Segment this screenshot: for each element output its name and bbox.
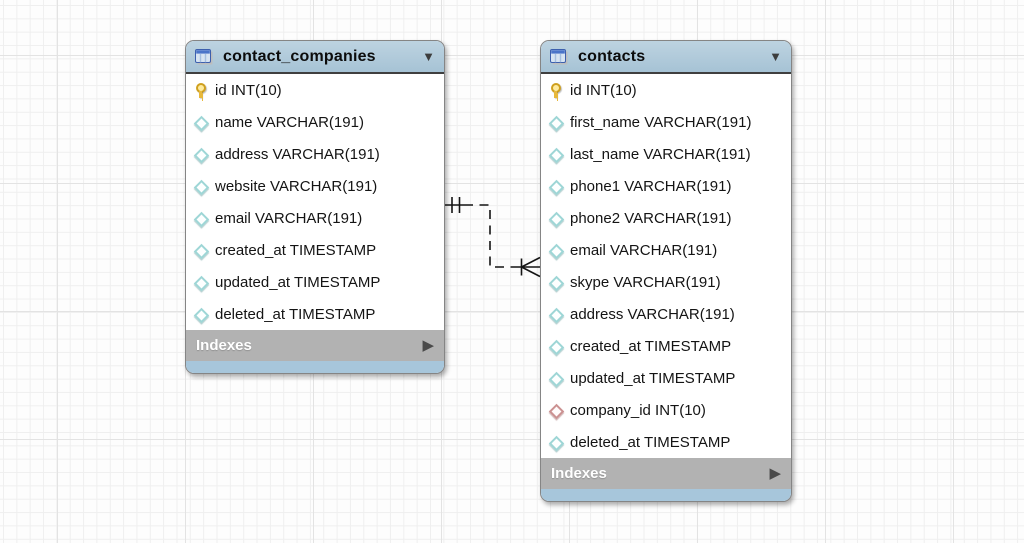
column-row[interactable]: first_name VARCHAR(191) <box>541 106 791 138</box>
column-label: email VARCHAR(191) <box>215 209 363 227</box>
column-row[interactable]: skype VARCHAR(191) <box>541 266 791 298</box>
indexes-row[interactable]: Indexes ▶ <box>541 458 791 489</box>
column-label: phone2 VARCHAR(191) <box>570 209 732 227</box>
indexes-label: Indexes <box>196 337 252 354</box>
column-row[interactable]: address VARCHAR(191) <box>541 298 791 330</box>
column-label: created_at TIMESTAMP <box>215 241 377 259</box>
column-icon <box>549 370 563 387</box>
column-icon <box>194 210 208 227</box>
column-icon <box>194 114 208 131</box>
column-row[interactable]: phone1 VARCHAR(191) <box>541 170 791 202</box>
column-icon <box>549 210 563 227</box>
column-row[interactable]: id INT(10) <box>541 74 791 106</box>
table-header[interactable]: contact_companies ▼ <box>186 41 444 74</box>
expand-arrow-icon[interactable]: ▶ <box>422 337 434 354</box>
column-row[interactable]: last_name VARCHAR(191) <box>541 138 791 170</box>
column-icon <box>194 146 208 163</box>
relationship-segment-dashed <box>464 204 514 268</box>
column-row[interactable]: company_id INT(10) <box>541 394 791 426</box>
column-label: id INT(10) <box>570 81 637 99</box>
column-row[interactable]: name VARCHAR(191) <box>186 106 444 138</box>
collapse-arrow-icon[interactable]: ▼ <box>422 49 435 64</box>
column-label: updated_at TIMESTAMP <box>215 273 381 291</box>
collapse-arrow-icon[interactable]: ▼ <box>769 49 782 64</box>
column-label: phone1 VARCHAR(191) <box>570 177 732 195</box>
column-icon <box>549 434 563 451</box>
cardinality-one-ticks <box>451 197 461 213</box>
column-list: id INT(10) name VARCHAR(191) address VAR… <box>186 74 444 330</box>
column-icon <box>194 274 208 291</box>
column-icon <box>549 338 563 355</box>
column-label: last_name VARCHAR(191) <box>570 145 751 163</box>
crow-foot-icon <box>519 256 541 278</box>
column-row[interactable]: created_at TIMESTAMP <box>186 234 444 266</box>
column-row[interactable]: deleted_at TIMESTAMP <box>186 298 444 330</box>
column-label: address VARCHAR(191) <box>570 305 735 323</box>
column-row[interactable]: deleted_at TIMESTAMP <box>541 426 791 458</box>
table-icon <box>550 48 569 65</box>
table-header[interactable]: contacts ▼ <box>541 41 791 74</box>
column-icon <box>549 242 563 259</box>
primary-key-icon <box>549 82 563 99</box>
foreign-key-column-icon <box>549 402 563 419</box>
table-contacts[interactable]: contacts ▼ id INT(10) first_name VARCHAR… <box>540 40 792 502</box>
table-icon <box>195 48 214 65</box>
column-label: address VARCHAR(191) <box>215 145 380 163</box>
table-title: contacts <box>578 47 646 65</box>
expand-arrow-icon[interactable]: ▶ <box>769 465 781 482</box>
column-label: deleted_at TIMESTAMP <box>215 305 376 323</box>
indexes-row[interactable]: Indexes ▶ <box>186 330 444 361</box>
column-row[interactable]: website VARCHAR(191) <box>186 170 444 202</box>
column-row[interactable]: updated_at TIMESTAMP <box>541 362 791 394</box>
column-label: website VARCHAR(191) <box>215 177 378 195</box>
column-label: email VARCHAR(191) <box>570 241 718 259</box>
column-label: first_name VARCHAR(191) <box>570 113 752 131</box>
column-row[interactable]: address VARCHAR(191) <box>186 138 444 170</box>
column-label: deleted_at TIMESTAMP <box>570 433 731 451</box>
column-icon <box>549 114 563 131</box>
column-icon <box>549 306 563 323</box>
column-label: id INT(10) <box>215 81 282 99</box>
column-icon <box>194 242 208 259</box>
column-row[interactable]: updated_at TIMESTAMP <box>186 266 444 298</box>
column-icon <box>549 178 563 195</box>
column-icon <box>194 306 208 323</box>
primary-key-icon <box>194 82 208 99</box>
column-row[interactable]: id INT(10) <box>186 74 444 106</box>
column-row[interactable]: email VARCHAR(191) <box>186 202 444 234</box>
indexes-label: Indexes <box>551 465 607 482</box>
column-icon <box>549 146 563 163</box>
column-icon <box>549 274 563 291</box>
column-label: updated_at TIMESTAMP <box>570 369 736 387</box>
column-label: created_at TIMESTAMP <box>570 337 732 355</box>
column-label: company_id INT(10) <box>570 401 706 419</box>
column-label: name VARCHAR(191) <box>215 113 364 131</box>
column-row[interactable]: email VARCHAR(191) <box>541 234 791 266</box>
column-list: id INT(10) first_name VARCHAR(191) last_… <box>541 74 791 458</box>
column-label: skype VARCHAR(191) <box>570 273 721 291</box>
table-contact-companies[interactable]: contact_companies ▼ id INT(10) name VARC… <box>185 40 445 374</box>
column-row[interactable]: created_at TIMESTAMP <box>541 330 791 362</box>
column-row[interactable]: phone2 VARCHAR(191) <box>541 202 791 234</box>
table-footer <box>186 361 444 373</box>
table-footer <box>541 489 791 501</box>
column-icon <box>194 178 208 195</box>
table-title: contact_companies <box>223 47 376 65</box>
